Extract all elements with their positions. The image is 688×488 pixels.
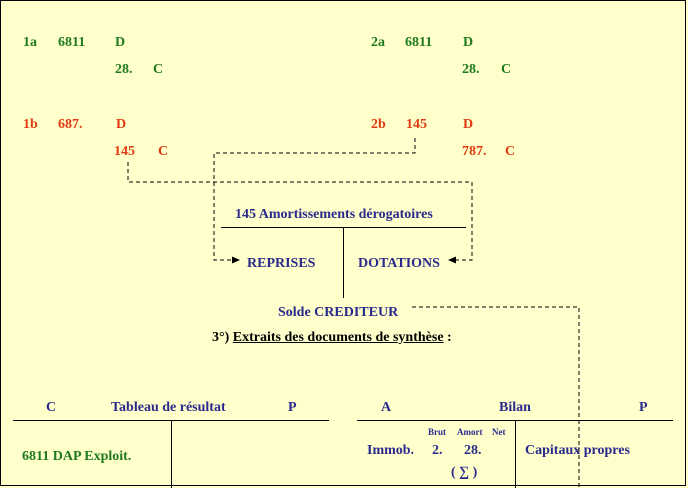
connector-solde-to-bilan xyxy=(412,306,580,488)
entry-1b-label: 1b xyxy=(23,117,38,132)
entry-1b-credit-account: 145 xyxy=(114,144,135,159)
entry-1a-debit-mark: D xyxy=(115,35,126,50)
entry-1a-debit-account: 6811 xyxy=(58,35,86,50)
entry-2a-credit-mark: C xyxy=(501,62,512,77)
entry-1a-credit-account: 28. xyxy=(115,62,133,77)
entry-2b-credit-account: 787. xyxy=(462,144,487,159)
bilan-col-brut: Brut xyxy=(428,427,446,437)
entry-2b-debit-account: 145 xyxy=(406,117,427,132)
bilan-brut-value: 2. xyxy=(432,443,443,458)
bilan-amort-value: 28. xyxy=(464,443,482,458)
entry-1b-debit-account: 687. xyxy=(58,117,83,132)
connector-1b-to-dotations xyxy=(127,162,473,261)
entry-2a-debit-mark: D xyxy=(463,35,474,50)
entry-1a-credit-mark: C xyxy=(153,62,164,77)
bilan-title: Bilan xyxy=(499,400,531,415)
bilan-col-amort: Amort xyxy=(457,427,483,437)
bilan-col-net: Net xyxy=(492,427,506,437)
result-table-title: Tableau de résultat xyxy=(111,400,226,415)
entry-2b-label: 2b xyxy=(371,117,386,132)
section-title: Extraits des documents de synthèse xyxy=(232,330,444,345)
bilan-row-label: Immob. xyxy=(367,443,415,458)
t-account-reprises: REPRISES xyxy=(247,256,316,271)
section-heading: 3°) Extraits des documents de synthèse : xyxy=(212,330,452,346)
entry-2b-credit-mark: C xyxy=(505,144,516,159)
result-table-row-label: 6811 DAP Exploit. xyxy=(22,449,132,464)
bilan-sum-symbol: ( ∑ ) xyxy=(451,465,478,480)
entry-2a-label: 2a xyxy=(371,35,385,50)
t-account-dotations: DOTATIONS xyxy=(358,256,440,271)
arrowhead-dotations xyxy=(448,256,456,264)
entry-2b-debit-mark: D xyxy=(463,117,474,132)
result-table-left-header: C xyxy=(46,400,57,415)
arrowhead-reprises xyxy=(232,256,240,264)
bilan-right-header: P xyxy=(639,400,648,415)
t-account-title: 145 Amortissements dérogatoires xyxy=(235,207,433,222)
bilan-left-header: A xyxy=(381,400,392,415)
section-suffix: : xyxy=(447,330,452,345)
entry-1b-credit-mark: C xyxy=(158,144,169,159)
entry-2a-credit-account: 28. xyxy=(462,62,480,77)
entry-1a-label: 1a xyxy=(23,35,37,50)
entry-1b-debit-mark: D xyxy=(116,117,127,132)
entry-2a-debit-account: 6811 xyxy=(405,35,433,50)
section-number: 3°) xyxy=(212,330,230,345)
connector-2b-to-reprises xyxy=(213,138,416,261)
bilan-capitaux-propres: Capitaux propres xyxy=(525,443,630,458)
result-table-right-header: P xyxy=(288,400,297,415)
solde-crediteur: Solde CREDITEUR xyxy=(278,305,399,320)
